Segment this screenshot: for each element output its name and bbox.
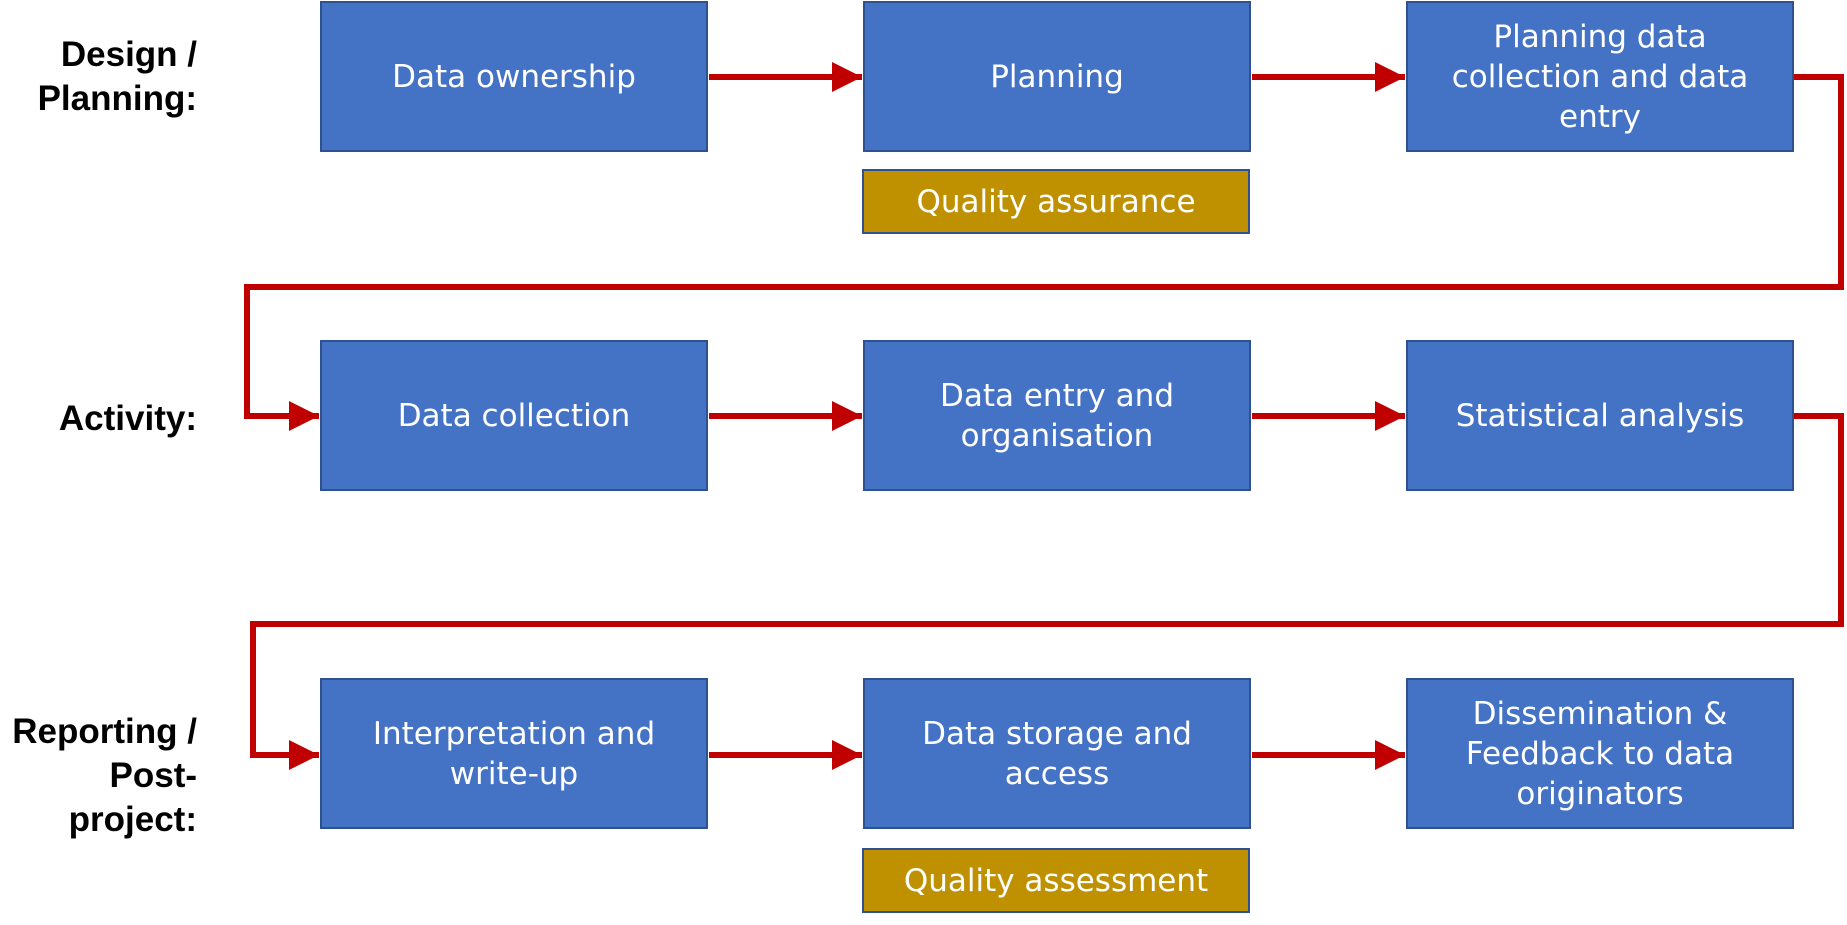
row-label-design-planning: Design / Planning: [38, 33, 197, 121]
row-label-line: Activity: [58, 399, 197, 438]
step-dissemination-and-feedback: Dissemination & Feedback to data origina… [1406, 678, 1794, 829]
step-planning-data-collection-and-entry: Planning data collection and data entry [1406, 1, 1794, 152]
step-label: Dissemination & Feedback to data origina… [1465, 695, 1735, 812]
step-data-storage-and-access: Data storage and access [863, 678, 1251, 829]
step-label: Data storage and access [922, 715, 1192, 792]
row-label-line: Design / [60, 35, 197, 74]
row-label-reporting-post-project: Reporting / Post- project: [12, 710, 197, 842]
step-data-ownership: Data ownership [320, 1, 708, 152]
step-label: Data collection [397, 397, 631, 434]
step-label: Data ownership [392, 58, 636, 95]
arrow-planning-data-collection-to-data-collection [244, 74, 1844, 431]
row-label-line: Reporting / [12, 712, 197, 751]
step-label: Planning [990, 58, 1124, 95]
quality-assurance-box: Quality assurance [862, 169, 1250, 234]
row-label-line: project: [68, 800, 197, 839]
step-label: Data entry and organisation [939, 377, 1174, 454]
step-planning: Planning [863, 1, 1251, 152]
quality-assessment-box: Quality assessment [862, 848, 1250, 913]
row-label-line: Post- [109, 756, 198, 795]
step-statistical-analysis: Statistical analysis [1406, 340, 1794, 491]
quality-label: Quality assessment [903, 862, 1209, 899]
row-label-line: Planning: [37, 79, 197, 118]
step-interpretation-and-write-up: Interpretation and write-up [320, 678, 708, 829]
step-data-entry-and-organisation: Data entry and organisation [863, 340, 1251, 491]
step-label: Statistical analysis [1455, 397, 1745, 434]
quality-label: Quality assurance [916, 183, 1196, 220]
row-label-activity: Activity: [59, 397, 197, 441]
step-label: Interpretation and write-up [372, 715, 656, 792]
step-data-collection: Data collection [320, 340, 708, 491]
arrow-statistical-analysis-to-interpretation [250, 413, 1844, 770]
step-label: Planning data collection and data entry [1451, 18, 1749, 135]
